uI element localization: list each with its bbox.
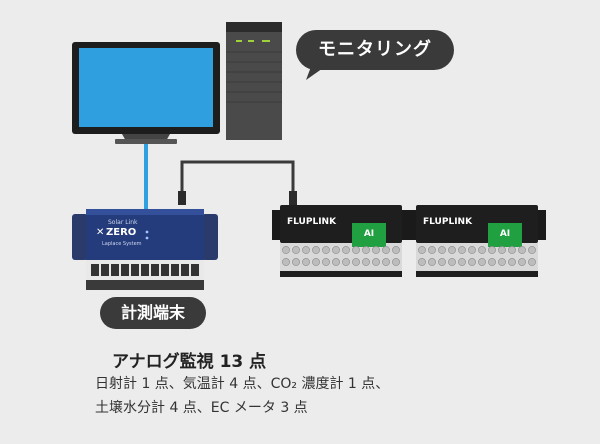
fluplink-brand-2: FLUPLINK	[423, 217, 473, 227]
monitor-icon	[72, 42, 220, 144]
terminal-screw	[322, 258, 330, 266]
bubble-label: モニタリング	[318, 39, 432, 60]
terminal-screw	[342, 246, 350, 254]
terminal-label-pill	[100, 297, 206, 329]
terminal-screw	[528, 246, 536, 254]
terminal-screw	[292, 246, 300, 254]
device-text-zero: ZERO	[106, 227, 136, 238]
terminal-screw	[468, 258, 476, 266]
terminal-screw	[428, 246, 436, 254]
terminal-label: 計測端末	[120, 303, 185, 322]
terminal-screw	[488, 246, 496, 254]
ai-badge-1: AI	[364, 229, 374, 239]
terminal-screw	[312, 258, 320, 266]
terminal-screw	[448, 258, 456, 266]
terminal-screw	[382, 258, 390, 266]
terminal-screw	[352, 258, 360, 266]
monitor-cable	[144, 144, 148, 214]
terminal-screw	[362, 258, 370, 266]
terminal-screw	[478, 258, 486, 266]
terminal-screw	[518, 258, 526, 266]
terminal-screw	[468, 246, 476, 254]
terminal-screws	[282, 246, 536, 266]
terminal-screw	[382, 246, 390, 254]
device-logo-x: ✕	[96, 227, 104, 238]
terminal-screw	[478, 246, 486, 254]
summary-line-2: 土壌水分計 4 点、EC メータ 3 点	[95, 400, 308, 416]
terminal-screw	[418, 258, 426, 266]
speech-bubble	[296, 30, 454, 80]
terminal-screw	[508, 246, 516, 254]
terminal-screw	[392, 246, 400, 254]
terminal-screw	[438, 258, 446, 266]
terminal-screw	[332, 246, 340, 254]
terminal-screw	[282, 246, 290, 254]
terminal-screw	[438, 246, 446, 254]
terminal-screw	[498, 258, 506, 266]
fluplink-module-1: FLUPLINK AI	[272, 205, 410, 277]
terminal-screw	[458, 246, 466, 254]
fluplink-brand-1: FLUPLINK	[287, 217, 337, 227]
terminal-screw	[418, 246, 426, 254]
fluplink-cable	[178, 160, 297, 205]
terminal-screw	[342, 258, 350, 266]
terminal-screw	[508, 258, 516, 266]
summary-title: アナログ監視 13 点	[112, 352, 267, 372]
terminal-screw	[282, 258, 290, 266]
ai-badge-2: AI	[500, 229, 510, 239]
fluplink-module-2: FLUPLINK AI	[408, 205, 546, 277]
terminal-screw	[372, 246, 380, 254]
terminal-screw	[302, 246, 310, 254]
terminal-screw	[528, 258, 536, 266]
terminal-screw	[458, 258, 466, 266]
terminal-screw	[332, 258, 340, 266]
terminal-screw	[322, 246, 330, 254]
terminal-screw	[302, 258, 310, 266]
pc-tower-icon	[226, 22, 282, 140]
terminal-screw	[518, 246, 526, 254]
terminal-screw	[448, 246, 456, 254]
terminal-screw	[428, 258, 436, 266]
device-text-solar-link: Solar Link	[108, 219, 138, 226]
terminal-screw	[312, 246, 320, 254]
measurement-terminal: Solar Link ✕ ZERO Laplace System	[72, 209, 218, 290]
terminal-screw	[498, 246, 506, 254]
terminal-screw	[292, 258, 300, 266]
summary-description: 日射計 1 点、気温計 4 点、CO₂ 濃度計 1 点、 土壌水分計 4 点、E…	[95, 372, 389, 420]
terminal-screw	[352, 246, 360, 254]
terminal-screw	[362, 246, 370, 254]
terminal-screw	[488, 258, 496, 266]
terminal-screw	[372, 258, 380, 266]
terminal-screw	[392, 258, 400, 266]
summary-line-1: 日射計 1 点、気温計 4 点、CO₂ 濃度計 1 点、	[95, 376, 390, 392]
device-brand: Laplace System	[102, 241, 142, 247]
